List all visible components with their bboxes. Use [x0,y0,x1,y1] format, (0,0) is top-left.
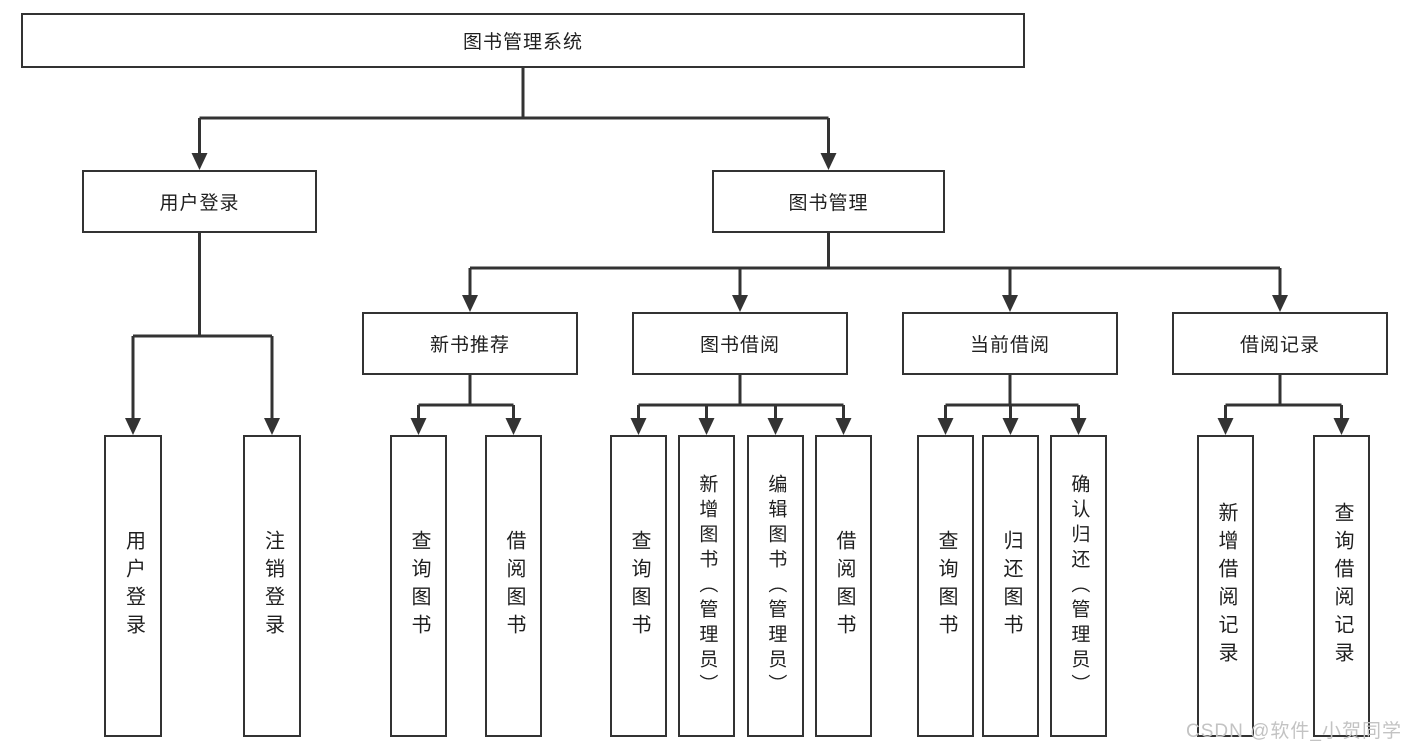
leaf-bb-borrow-books: 借阅图书 [815,435,872,737]
leaf-cb-confirm-return-admin: 确认归还（管理员） [1050,435,1107,737]
node-new-book-recommend: 新书推荐 [362,312,578,375]
node-user-login: 用户登录 [82,170,317,233]
arrow-down-icon [820,153,837,170]
leaf-user-login: 用户登录 [104,435,162,737]
leaf-bb-edit-books-admin: 编辑图书（管理员） [747,435,804,737]
arrow-down-icon [1002,295,1018,312]
node-book-borrow: 图书借阅 [632,312,848,375]
arrow-down-icon [125,418,141,435]
connector-borrow-records [1224,375,1343,419]
arrow-down-icon [1217,418,1234,435]
leaf-logout-login: 注销登录 [243,435,301,737]
leaf-br-query-record: 查询借阅记录 [1313,435,1370,737]
leaf-cb-query-books: 查询图书 [917,435,974,737]
connector-book-borrow [637,375,845,419]
leaf-nb-borrow-books: 借阅图书 [485,435,542,737]
arrow-down-icon [1002,418,1019,435]
arrow-down-icon [1272,295,1288,312]
arrow-down-icon [1333,418,1350,435]
arrow-down-icon [462,295,478,312]
node-root: 图书管理系统 [21,13,1025,68]
arrow-down-icon [410,418,427,435]
arrow-down-icon [937,418,954,435]
watermark: CSDN @软件_小贺同学 [1186,721,1402,742]
arrow-down-icon [732,295,748,312]
arrow-down-icon [698,418,715,435]
arrow-down-icon [835,418,852,435]
connector-book-management [468,233,1282,296]
arrow-down-icon [630,418,647,435]
connector-current-borrow [944,375,1080,419]
arrow-down-icon [191,153,208,170]
leaf-cb-return-books: 归还图书 [982,435,1039,737]
leaf-nb-query-books: 查询图书 [390,435,447,737]
node-current-borrow: 当前借阅 [902,312,1118,375]
arrow-down-icon [1070,418,1087,435]
connector-user-login [131,233,274,419]
leaf-bb-query-books: 查询图书 [610,435,667,737]
arrowheads [125,153,1350,435]
leaf-br-add-record: 新增借阅记录 [1197,435,1254,737]
arrow-down-icon [505,418,522,435]
connector-new-book [417,375,515,419]
arrow-down-icon [264,418,280,435]
connector-root [198,68,830,154]
arrow-down-icon [767,418,784,435]
node-book-management: 图书管理 [712,170,945,233]
node-borrow-records: 借阅记录 [1172,312,1388,375]
leaf-bb-add-books-admin: 新增图书（管理员） [678,435,735,737]
